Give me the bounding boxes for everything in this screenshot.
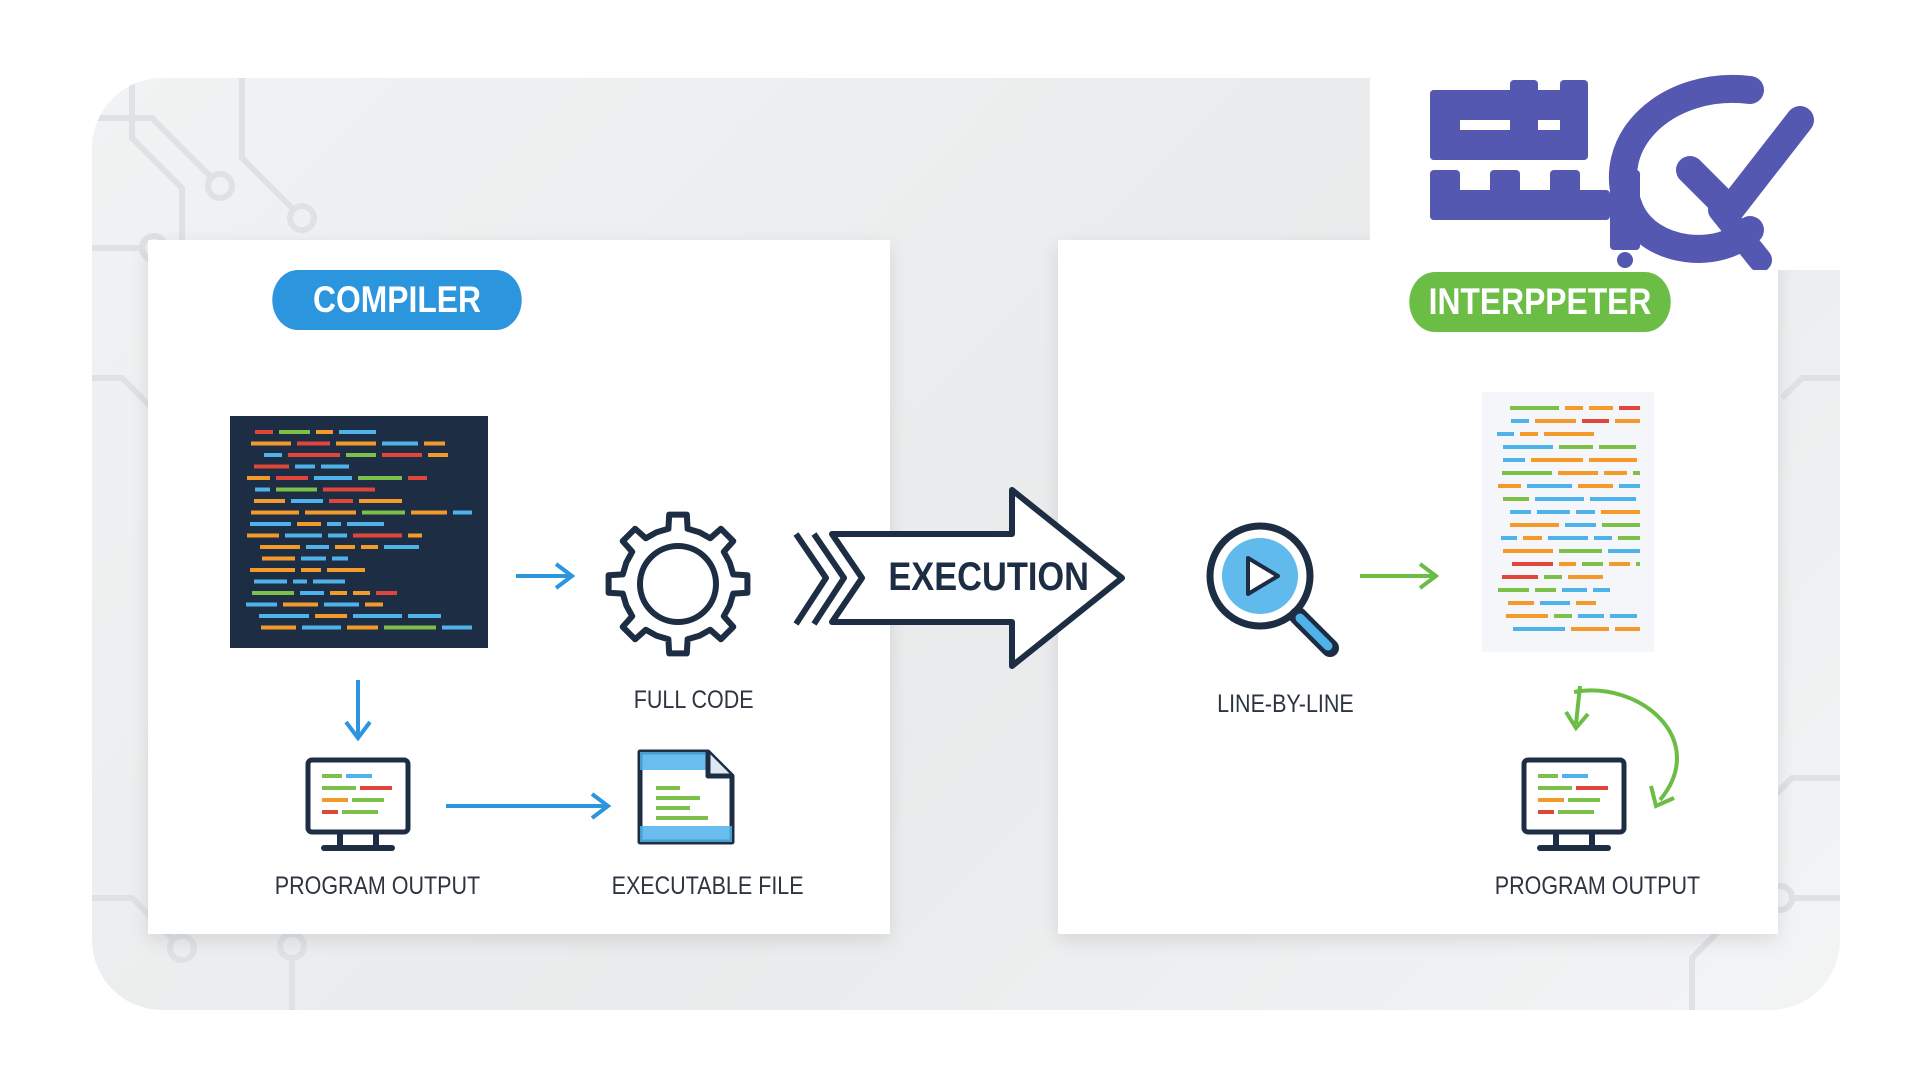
code-lines xyxy=(246,430,472,630)
code-screen-icon xyxy=(230,416,488,648)
arrow-to-gear xyxy=(516,562,576,590)
executable-file-label: EXECUTABLE FILE xyxy=(611,872,804,900)
arrow-to-program-output xyxy=(344,680,372,742)
interpreter-program-output-label: PROGRAM OUTPUT xyxy=(1494,872,1701,900)
line-by-line-label: LINE-BY-LINE xyxy=(1217,690,1354,718)
interpreter-title-badge: INTERPPETER xyxy=(1409,272,1671,332)
compiler-program-output-label: PROGRAM OUTPUT xyxy=(274,872,481,900)
code-document-icon xyxy=(1482,392,1654,652)
interpreter-loop-arrow xyxy=(1564,685,1679,809)
execution-label: EXECUTION xyxy=(888,555,1090,599)
search-play-icon xyxy=(1206,522,1339,657)
arrow-to-code-document xyxy=(1360,562,1440,590)
file-icon xyxy=(637,749,735,845)
monitor-icon xyxy=(1521,757,1627,851)
arrow-to-executable-file xyxy=(446,792,612,820)
compiler-title-badge: COMPILER xyxy=(272,270,522,330)
document-code-lines xyxy=(1497,406,1640,631)
monitor-icon xyxy=(305,757,411,851)
logo-icon xyxy=(1430,74,1814,270)
full-code-label: FULL CODE xyxy=(633,686,754,714)
gear-icon xyxy=(605,511,751,657)
execution-arrow-icon xyxy=(793,487,1125,669)
circuit-pattern xyxy=(92,78,1840,1010)
interpreter-panel xyxy=(1058,240,1778,934)
